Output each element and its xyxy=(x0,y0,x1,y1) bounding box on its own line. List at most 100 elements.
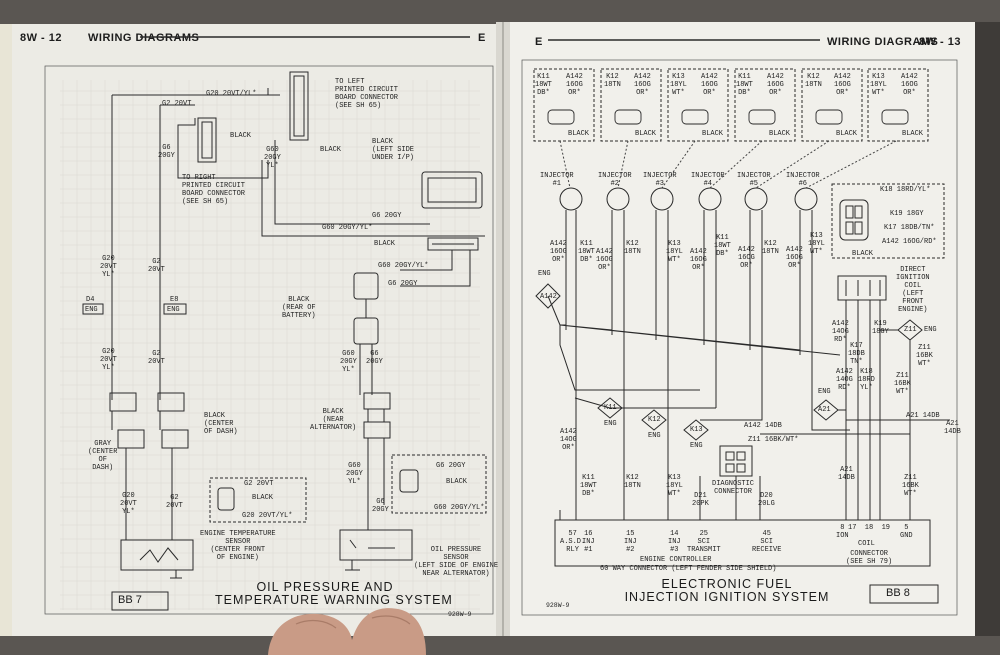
left-page-code: BB 7 xyxy=(118,594,142,606)
conn4-black: BLACK xyxy=(769,130,791,138)
label-eng-a21: ENG xyxy=(818,388,831,396)
right-figure-id: 928W-9 xyxy=(546,602,570,609)
label-a21-h: A21 14DB xyxy=(906,412,940,420)
label-a142-coil: A142 14OG RD* xyxy=(832,320,849,344)
conn6-black: BLACK xyxy=(902,130,924,138)
pin-5: 5 GND xyxy=(900,524,913,540)
label-k11-inj1: K11 18WT DB* xyxy=(578,240,595,264)
injector-3-label: INJECTOR #3 xyxy=(643,172,677,188)
label-black-center: BLACK (CENTER OF DASH) xyxy=(204,412,238,436)
conn5-black: BLACK xyxy=(836,130,858,138)
label-k18-coil: K18 18RD YL* xyxy=(858,368,875,392)
label-g20-top: G20 20VT/YL* xyxy=(206,90,257,98)
label-a21-v: A21 14DB xyxy=(838,466,855,482)
label-gray-center: GRAY (CENTER OF DASH) xyxy=(88,440,118,472)
label-z11-16bk: Z11 16BK WT* xyxy=(894,372,911,396)
label-d20: D20 20LG xyxy=(758,492,775,508)
label-oil-sensor: OIL PRESSURE SENSOR (LEFT SIDE OF ENGINE… xyxy=(414,546,499,578)
label-black-near-alt: BLACK (NEAR ALTERNATOR) xyxy=(310,408,357,432)
label-z11-v: Z11 16BK WT* xyxy=(902,474,919,498)
label-k19-coil: K19 18GY xyxy=(872,320,889,336)
label-to-right-pcb: TO RIGHT PRINTED CIRCUIT BOARD CONNECTOR… xyxy=(182,174,246,206)
label-a142-inj6: A142 16OG OR* xyxy=(786,246,803,270)
label-eng-k12: ENG xyxy=(648,432,661,440)
label-k12-inj2: K12 18TN xyxy=(624,240,641,256)
left-figure-id: 928W-9 xyxy=(448,611,472,618)
left-header-letter: E xyxy=(478,32,486,44)
right-header-letter: E xyxy=(535,36,543,48)
label-k12-diamond: K12 xyxy=(648,416,661,424)
label-g6-bot: G6 20GY xyxy=(372,498,389,514)
pin-45: 45 SCI RECEIVE xyxy=(752,530,782,554)
conn2-w1: K12 18TN xyxy=(604,73,621,89)
label-g6-20gy: G6 20GY xyxy=(158,144,175,160)
label-to-left-pcb: TO LEFT PRINTED CIRCUIT BOARD CONNECTOR … xyxy=(335,78,399,110)
conn3-w1: K13 18YL WT* xyxy=(670,73,687,97)
label-eng-k13: ENG xyxy=(690,442,703,450)
label-k12-inj5: K12 18TN xyxy=(762,240,779,256)
coil-plug-w3: K17 18DB/TN* xyxy=(884,224,935,232)
label-coil: COIL xyxy=(858,540,875,548)
label-direct-coil: DIRECT IGNITION COIL (LEFT FRONT ENGINE) xyxy=(896,266,930,314)
conn5-w2: A142 16OG OR* xyxy=(834,73,851,97)
label-k13-inj6: K13 18YL WT* xyxy=(808,232,825,256)
label-g2-mid: G2 20VT xyxy=(148,258,165,274)
conn2-black: BLACK xyxy=(635,130,657,138)
label-eng-z11: ENG xyxy=(924,326,937,334)
conn4-w2: A142 16OG OR* xyxy=(767,73,784,97)
label-black-1: BLACK xyxy=(230,132,252,140)
label-box2-g6: G6 20GY xyxy=(436,462,466,470)
label-g60-20gy: G60 20GY YL* xyxy=(264,146,281,170)
coil-plug-black: BLACK xyxy=(852,250,874,258)
right-page-title: ELECTRONIC FUEL INJECTION IGNITION SYSTE… xyxy=(624,577,830,604)
label-a142-inj1: A142 16OG OR* xyxy=(550,240,567,264)
coil-plug-w1: K18 18RD/YL* xyxy=(880,186,931,194)
label-g20-mid: G20 20VT YL* xyxy=(100,255,117,279)
pin-57: 57 A.S.D. RLY xyxy=(560,530,586,554)
label-box-black: BLACK xyxy=(252,494,274,502)
left-header-title: WIRING DIAGRAMS xyxy=(88,32,200,44)
conn3-w2: A142 16OG OR* xyxy=(701,73,718,97)
label-a142-diamond: A142 xyxy=(540,293,557,301)
injector-4-label: INJECTOR #4 xyxy=(691,172,725,188)
label-box-g20: G20 20VT/YL* xyxy=(242,512,293,520)
label-a142-14og-v: A142 14OG OR* xyxy=(560,428,577,452)
coil-plug-w2: K19 18GY xyxy=(890,210,924,218)
injector-2-label: INJECTOR #2 xyxy=(598,172,632,188)
label-diag-connector: DIAGNOSTIC CONNECTOR xyxy=(712,480,755,496)
conn2-w2: A142 16OG OR* xyxy=(634,73,651,97)
label-a142-inj4: A142 16OG OR* xyxy=(690,248,707,272)
conn1-w1: K11 18WT DB* xyxy=(535,73,552,97)
label-g2-top: G2 20VT xyxy=(162,100,192,108)
label-box-g2: G2 20VT xyxy=(244,480,274,488)
label-e8: E8 xyxy=(170,296,179,304)
injector-6-label: INJECTOR #6 xyxy=(786,172,820,188)
coil-plug-w4: A142 16OG/RD* xyxy=(882,238,937,246)
label-black-2: BLACK xyxy=(320,146,342,154)
label-z11-16bk-h: Z11 16BK/WT* xyxy=(748,436,799,444)
pin-14: 14 INJ #3 xyxy=(668,530,681,554)
label-k13-diamond: K13 xyxy=(690,426,703,434)
label-g60-20gy-h: G60 20GY/YL* xyxy=(322,224,373,232)
pin-16: 16 INJ #1 xyxy=(582,530,595,554)
label-g6-20gy-h: G6 20GY xyxy=(372,212,402,220)
label-k11-inj4: K11 18WT DB* xyxy=(714,234,731,258)
injector-5-label: INJECTOR #5 xyxy=(737,172,771,188)
label-k11-diamond: K11 xyxy=(604,404,617,412)
label-eng-k11: ENG xyxy=(604,420,617,428)
label-a21-diamond: A21 xyxy=(818,406,831,414)
label-box2-g60: G60 20GY/YL* xyxy=(434,504,485,512)
label-k11-low: K11 18WT DB* xyxy=(580,474,597,498)
label-k13-inj3: K13 18YL WT* xyxy=(666,240,683,264)
conn1-black: BLACK xyxy=(568,130,590,138)
label-k12-low: K12 18TN xyxy=(624,474,641,490)
label-a21-v2: A21 14DB xyxy=(944,420,961,436)
right-page-code: BB 8 xyxy=(886,587,910,599)
conn5-w1: K12 18TN xyxy=(805,73,822,89)
injector-1-label: INJECTOR #1 xyxy=(540,172,574,188)
label-g6-h2: G6 20GY xyxy=(388,280,418,288)
label-black-rear: BLACK (REAR OF BATTERY) xyxy=(282,296,316,320)
conn6-w2: A142 16OG OR* xyxy=(901,73,918,97)
